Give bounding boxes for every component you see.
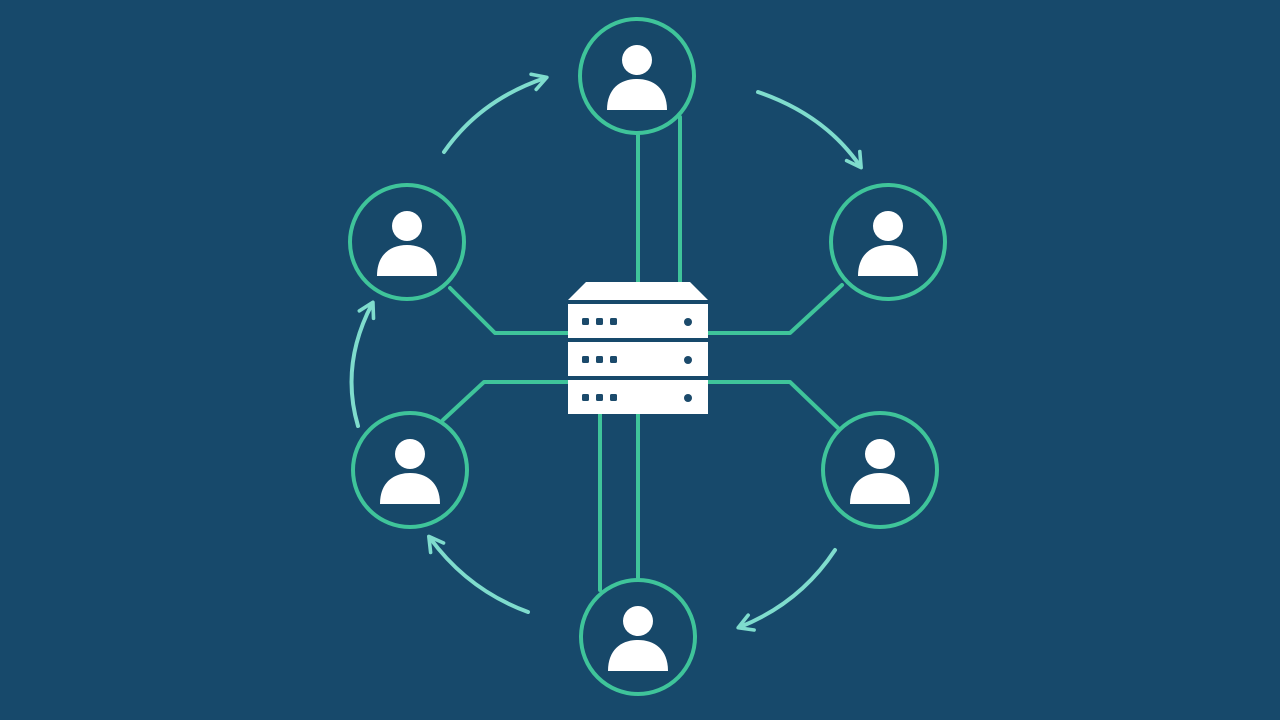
user-node-upper-left: [348, 183, 466, 301]
user-node-lower-left: [351, 411, 469, 529]
user-icon: [858, 211, 918, 276]
user-node-bottom: [579, 578, 697, 696]
user-icon: [607, 45, 667, 110]
connector-upper-right: [706, 283, 844, 335]
connectors: [441, 115, 844, 592]
user-icon: [377, 211, 437, 276]
server-rack-icon: [568, 282, 708, 414]
flow-arrow-bottom-left: [427, 534, 530, 614]
flow-arrows: [349, 72, 863, 632]
flow-arrow-right: [736, 548, 837, 632]
connector-upper-left: [448, 286, 570, 335]
user-icon: [850, 439, 910, 504]
server-indicators: [582, 318, 692, 402]
flow-arrow-left: [349, 300, 376, 428]
user-icon: [380, 439, 440, 504]
flow-arrow-top-right: [756, 90, 863, 170]
server-top: [568, 282, 708, 300]
user-icon: [608, 606, 668, 671]
user-node-lower-right: [821, 411, 939, 529]
user-node-top: [578, 17, 696, 135]
connector-lower-right: [706, 380, 840, 430]
flow-arrow-top-left: [442, 72, 549, 154]
user-node-upper-right: [829, 183, 947, 301]
connector-lower-left: [441, 380, 570, 422]
